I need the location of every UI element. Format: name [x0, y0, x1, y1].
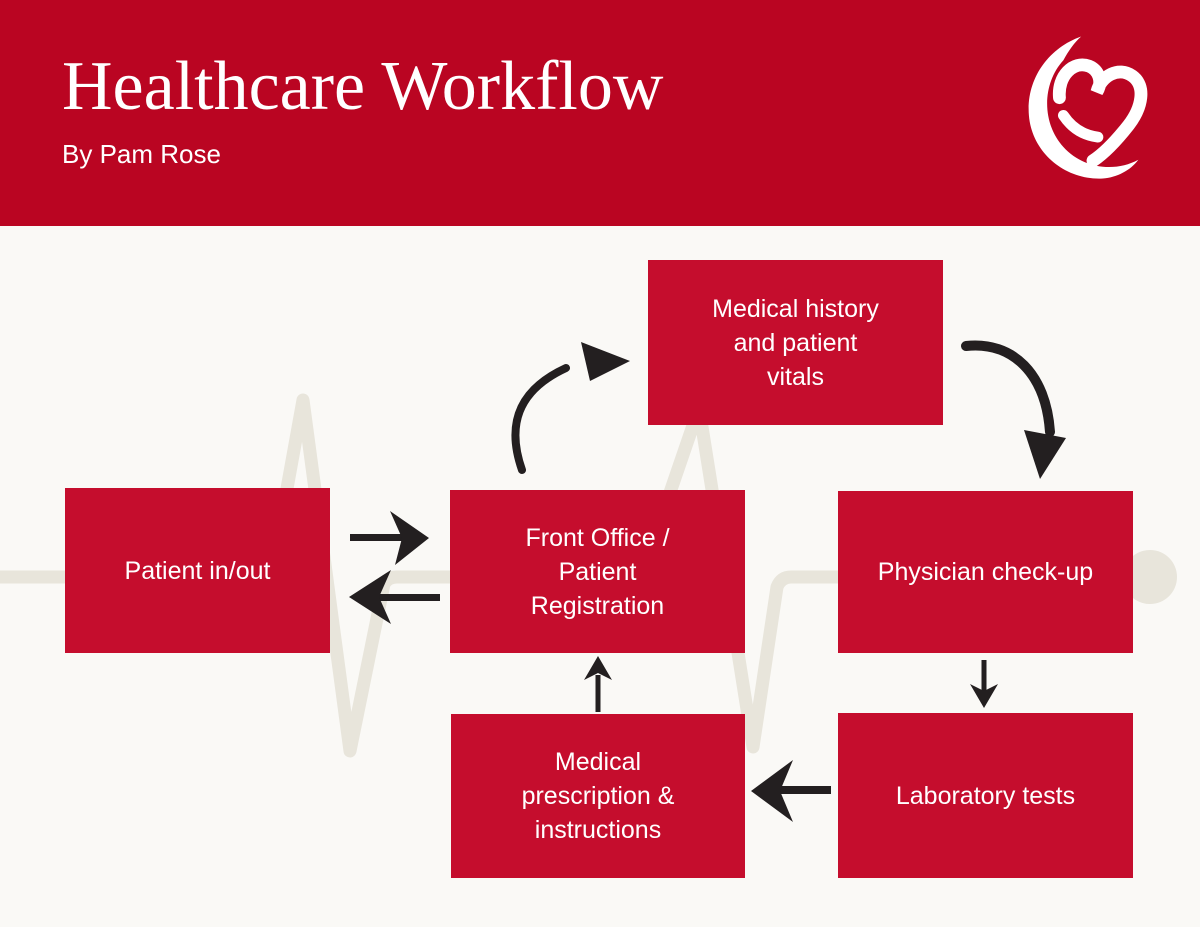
header-band: Healthcare Workflow By Pam Rose [0, 0, 1200, 226]
page-title: Healthcare Workflow [62, 48, 664, 125]
author-byline: By Pam Rose [62, 139, 221, 169]
ecg-end-dot [1123, 550, 1177, 604]
heart-outline [1053, 58, 1148, 168]
node-laboratory-tests: Laboratory tests [838, 713, 1133, 878]
heart-crescent-logo-icon [1028, 36, 1148, 179]
node-medical-prescription-instructions: Medical prescription & instructions [451, 714, 745, 878]
node-physician-check-up: Physician check-up [838, 491, 1133, 653]
node-front-office-patient-registration: Front Office / Patient Registration [450, 490, 745, 653]
heart-tail [1057, 109, 1104, 143]
crescent-swoosh [1028, 36, 1139, 179]
node-medical-history-patient-vitals: Medical history and patient vitals [648, 260, 943, 425]
node-patient-in-out: Patient in/out [65, 488, 330, 653]
